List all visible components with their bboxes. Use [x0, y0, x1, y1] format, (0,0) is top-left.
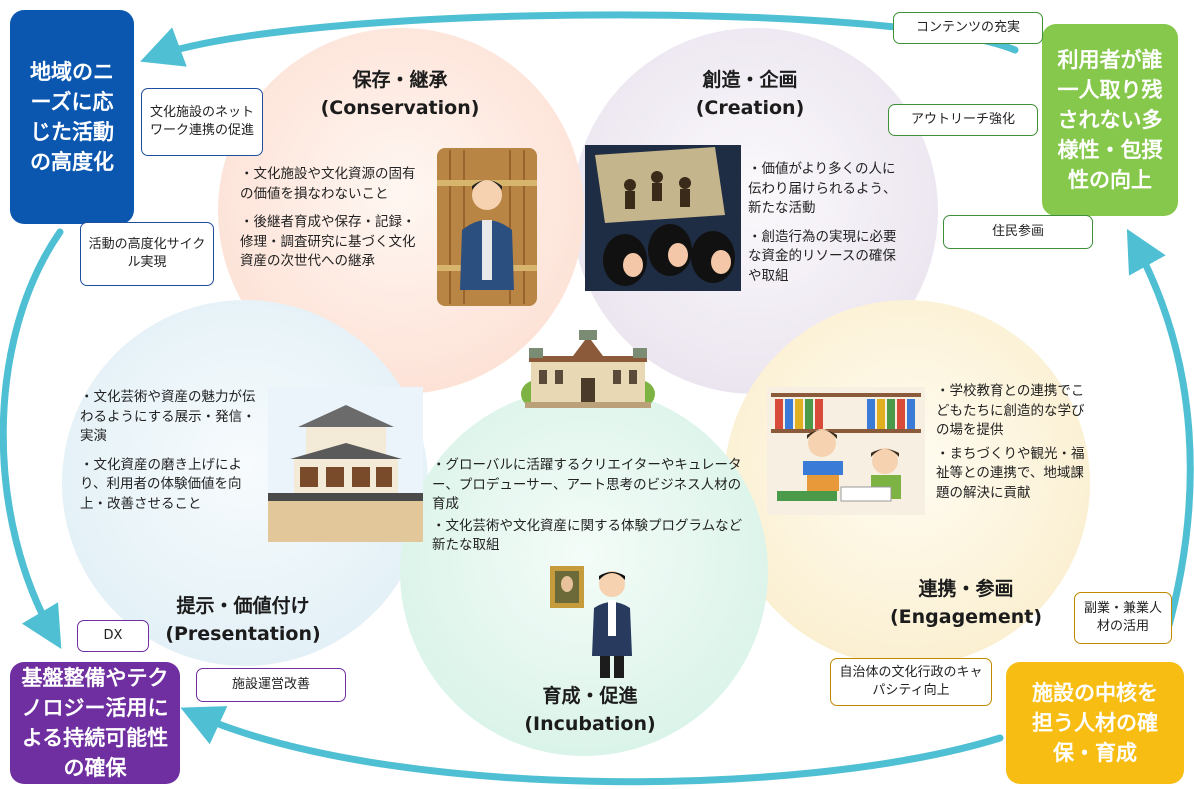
network-callout-text: 文化施設のネットワーク連携の促進: [149, 105, 254, 138]
presentation-title-ja: 提示・価値付け: [176, 595, 310, 617]
incubation-title-ja: 育成・促進: [542, 685, 638, 707]
regional-needs-box: 地域のニーズに応じた活動の高度化: [10, 10, 134, 224]
creation-bullet-2: ・創造行為の実現に必要な資金的リソースの確保や取組: [748, 228, 897, 284]
human-resources-box: 施設の中核を担う人材の確保・育成: [1006, 662, 1184, 784]
creation-text: ・価値がより多くの人に伝わり届けられるよう、新たな活動 ・創造行為の実現に必要な…: [748, 160, 908, 295]
inclusivity-label: 利用者が誰一人取り残されない多様性・包摂性の向上: [1057, 48, 1163, 192]
museum-building-illustration: [521, 330, 655, 408]
human-resources-label: 施設の中核を担う人材の確保・育成: [1032, 681, 1158, 765]
presentation-text: ・文化芸術や資産の魅力が伝わるようにする展示・発信・実演 ・文化資産の磨き上げに…: [80, 388, 262, 523]
engagement-title-en: (Engagement): [889, 606, 1043, 628]
municipal-callout: 自治体の文化行政のキャパシティ向上: [830, 658, 992, 706]
engagement-title: 連携・参画 (Engagement): [866, 575, 1066, 631]
engagement-title-ja: 連携・参画: [918, 578, 1014, 600]
incubation-bullet-1: ・グローバルに活躍するクリエイターやキュレーター、プロデューサー、アート思考のビ…: [432, 457, 742, 512]
creation-bullet-1: ・価値がより多くの人に伝わり届けられるよう、新たな活動: [748, 161, 897, 216]
curator-illustration: [550, 566, 632, 678]
incubation-text: ・グローバルに活躍するクリエイターやキュレーター、プロデューサー、アート思考のビ…: [432, 456, 748, 565]
creation-title-ja: 創造・企画: [702, 69, 798, 91]
sidejob-callout: 副業・兼業人材の活用: [1074, 592, 1172, 644]
cycle-callout-text: 活動の高度化サイクル実現: [88, 237, 206, 270]
children-library-illustration: [767, 387, 925, 515]
theater-audience-illustration: [585, 145, 741, 291]
facility-callout-text: 施設運営改善: [231, 677, 310, 692]
resident-callout: 住民参画: [943, 215, 1093, 249]
facility-callout: 施設運営改善: [196, 668, 346, 702]
engagement-text: ・学校教育との連携でこどもたちに創造的な学びの場を提供 ・まちづくりや観光・福祉…: [936, 382, 1096, 512]
craftsman-illustration: [437, 148, 537, 306]
cycle-callout: 活動の高度化サイクル実現: [80, 222, 214, 286]
inclusivity-box: 利用者が誰一人取り残されない多様性・包摂性の向上: [1042, 24, 1178, 216]
old-townscape-illustration: [268, 387, 423, 542]
incubation-bullet-2: ・文化芸術や文化資産に関する体験プログラムなど新たな取組: [432, 517, 743, 554]
regional-needs-label: 地域のニーズに応じた活動の高度化: [30, 60, 114, 174]
creation-title-en: (Creation): [695, 97, 805, 119]
dx-callout: DX: [77, 620, 149, 652]
incubation-title: 育成・促進 (Incubation): [490, 682, 690, 738]
arrow-right: [1126, 228, 1194, 644]
conservation-text: ・文化施設や文化資源の固有の価値を損なわないこと ・後継者育成や保存・記録・修理…: [240, 165, 418, 281]
presentation-bullet-1: ・文化芸術や資産の魅力が伝わるようにする展示・発信・実演: [80, 389, 256, 444]
outreach-callout: アウトリーチ強化: [888, 104, 1038, 136]
conservation-bullet-1: ・文化施設や文化資源の固有の価値を損なわないこと: [240, 166, 416, 202]
resident-callout-text: 住民参画: [991, 224, 1044, 239]
arrow-left: [0, 228, 64, 650]
contents-callout: コンテンツの充実: [893, 12, 1043, 44]
sustainability-label: 基盤整備やテクノロジー活用による持続可能性の確保: [21, 666, 169, 780]
presentation-title-en: (Presentation): [165, 623, 321, 645]
conservation-title-ja: 保存・継承: [352, 69, 448, 91]
conservation-title: 保存・継承 (Conservation): [290, 66, 510, 122]
creation-title: 創造・企画 (Creation): [645, 66, 855, 122]
arrow-top: [140, 11, 1019, 67]
incubation-title-en: (Incubation): [524, 713, 656, 735]
conservation-bullet-2: ・後継者育成や保存・記録・修理・調査研究に基づく文化資産の次世代への継承: [240, 214, 416, 269]
engagement-bullet-2: ・まちづくりや観光・福祉等との連携で、地域課題の解決に貢献: [936, 445, 1085, 501]
sidejob-callout-text: 副業・兼業人材の活用: [1083, 601, 1162, 634]
network-callout: 文化施設のネットワーク連携の促進: [141, 88, 263, 156]
presentation-title: 提示・価値付け (Presentation): [138, 592, 348, 648]
arrow-bottom: [180, 706, 1004, 786]
outreach-callout-text: アウトリーチ強化: [910, 112, 1015, 127]
contents-callout-text: コンテンツの充実: [915, 20, 1020, 35]
engagement-bullet-1: ・学校教育との連携でこどもたちに創造的な学びの場を提供: [936, 383, 1085, 438]
conservation-title-en: (Conservation): [320, 97, 480, 119]
sustainability-box: 基盤整備やテクノロジー活用による持続可能性の確保: [10, 662, 180, 784]
municipal-callout-text: 自治体の文化行政のキャパシティ向上: [839, 665, 983, 698]
presentation-bullet-2: ・文化資産の磨き上げにより、利用者の体験価値を向上・改善させること: [80, 456, 242, 512]
dx-callout-text: DX: [103, 628, 123, 643]
